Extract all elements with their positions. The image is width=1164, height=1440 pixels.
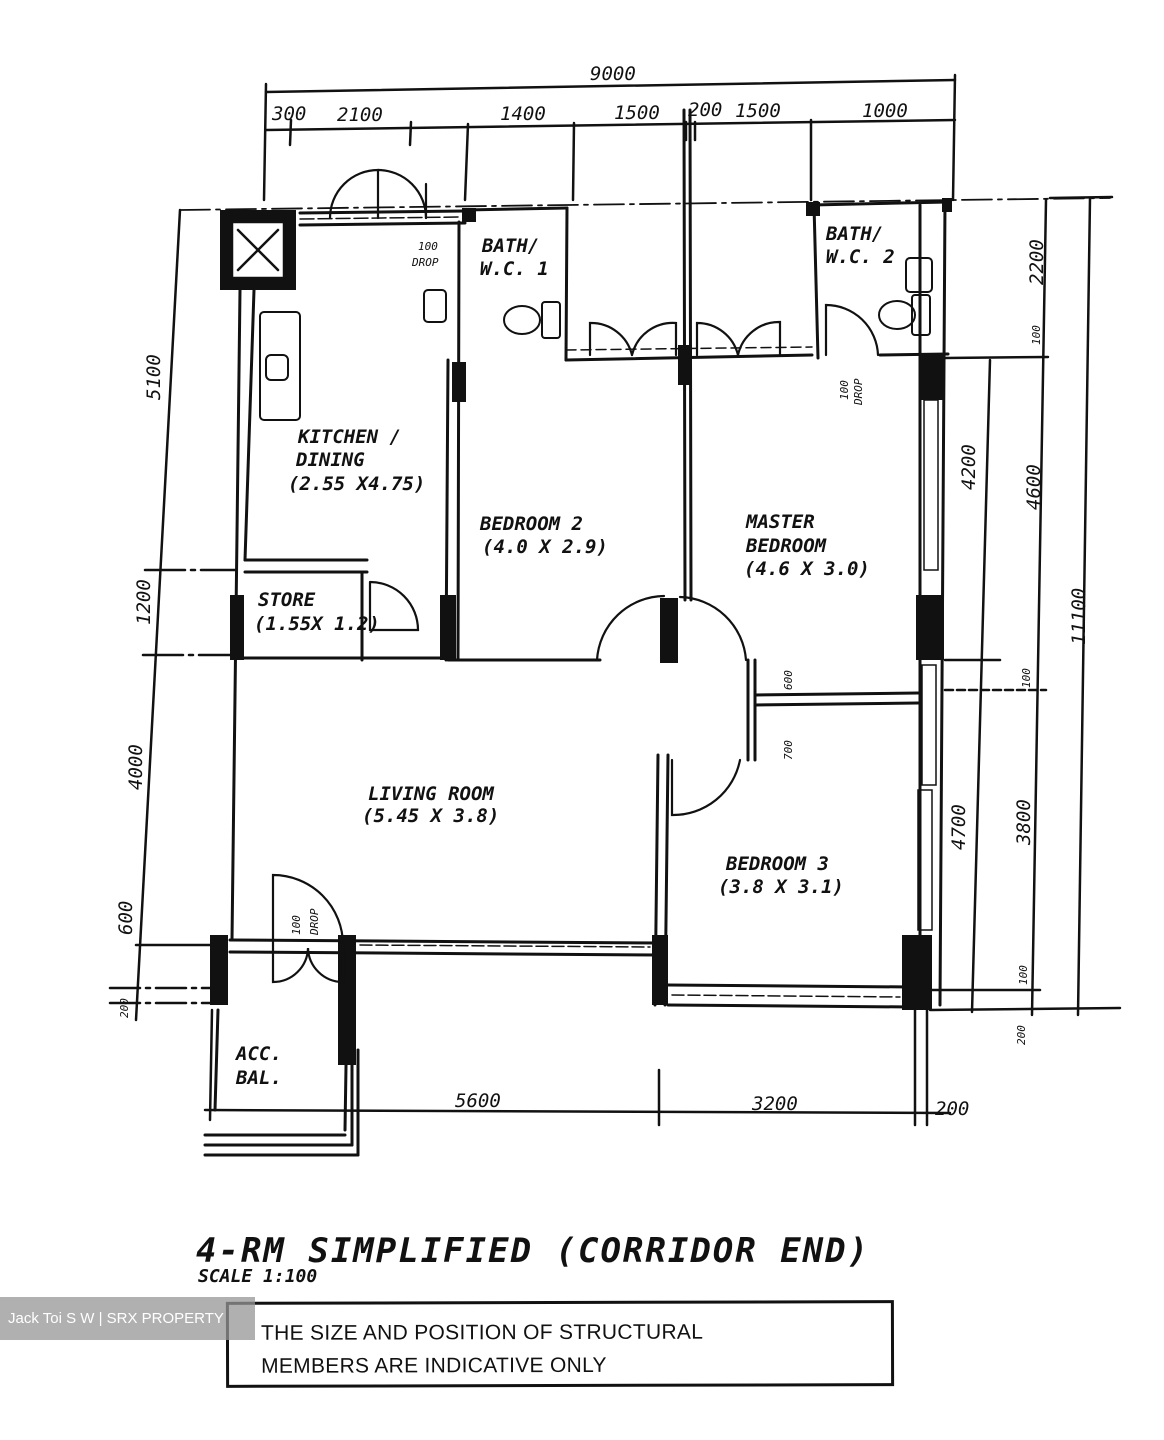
svg-text:100: 100: [418, 240, 438, 253]
room-kitchen-dining: KITCHEN / DINING (2.55 X4.75): [288, 426, 425, 495]
room-acc-balcony: ACC. BAL.: [234, 1043, 282, 1089]
svg-text:4200: 4200: [958, 444, 980, 490]
svg-text:200: 200: [688, 99, 722, 121]
agent-watermark: Jack Toi S W | SRX PROPERTY: [0, 1297, 255, 1340]
svg-text:ACC.: ACC.: [234, 1043, 282, 1065]
svg-text:100: 100: [1017, 965, 1030, 985]
svg-text:(1.55X 1.2): (1.55X 1.2): [254, 613, 380, 635]
svg-text:1200: 1200: [133, 579, 155, 625]
svg-text:STORE: STORE: [258, 589, 316, 611]
svg-text:600: 600: [115, 901, 137, 935]
right-dimension-lines: [928, 196, 1122, 1017]
svg-text:5100: 5100: [143, 354, 165, 400]
doors: [271, 168, 880, 984]
windows: [299, 216, 939, 998]
svg-text:BEDROOM: BEDROOM: [745, 535, 827, 557]
room-living-room: LIVING ROOM (5.45 X 3.8): [362, 783, 499, 827]
svg-text:(3.8 X 3.1): (3.8 X 3.1): [718, 876, 844, 898]
room-labels: KITCHEN / DINING (2.55 X4.75) BATH/ W.C.…: [234, 223, 895, 1089]
overall-depth-label: 11100: [1068, 588, 1090, 645]
notice-line-1: THE SIZE AND POSITION OF STRUCTURAL: [260, 1320, 704, 1345]
room-bath-wc-1: BATH/ W.C. 1: [480, 235, 549, 280]
fixtures: [259, 257, 933, 421]
svg-text:DROP: DROP: [411, 256, 439, 269]
room-bedroom-3: BEDROOM 3 (3.8 X 3.1): [718, 853, 844, 898]
bottom-dimension-lines: [203, 1008, 952, 1127]
svg-text:BATH/: BATH/: [481, 235, 539, 257]
left-dimension-lines: [108, 208, 237, 1022]
svg-text:BAL.: BAL.: [235, 1067, 282, 1089]
svg-text:(2.55 X4.75): (2.55 X4.75): [288, 473, 425, 495]
svg-text:100: 100: [838, 380, 851, 400]
svg-text:(4.0 X 2.9): (4.0 X 2.9): [482, 536, 608, 558]
svg-text:1500: 1500: [735, 100, 781, 122]
svg-text:2200: 2200: [1026, 239, 1048, 285]
svg-text:3200: 3200: [751, 1093, 798, 1115]
svg-text:4600: 4600: [1023, 464, 1045, 510]
room-store: STORE (1.55X 1.2): [254, 589, 380, 635]
svg-text:100: 100: [290, 915, 303, 935]
room-master-bedroom: MASTER BEDROOM (4.6 X 3.0): [744, 511, 870, 580]
svg-text:600: 600: [782, 670, 795, 690]
svg-text:MASTER: MASTER: [745, 511, 815, 533]
svg-text:200: 200: [935, 1098, 969, 1120]
svg-text:1400: 1400: [500, 103, 546, 125]
room-bedroom-2: BEDROOM 2 (4.0 X 2.9): [479, 513, 608, 558]
svg-text:(5.45 X 3.8): (5.45 X 3.8): [362, 805, 499, 827]
svg-text:BATH/: BATH/: [825, 223, 883, 245]
walls: [203, 108, 950, 1157]
svg-text:200: 200: [118, 998, 131, 1018]
top-dimension-lines: [262, 73, 957, 202]
svg-text:(4.6 X 3.0): (4.6 X 3.0): [744, 558, 870, 580]
svg-text:200: 200: [1015, 1025, 1028, 1045]
svg-text:W.C. 1: W.C. 1: [480, 258, 549, 280]
svg-text:DROP: DROP: [308, 908, 321, 936]
overall-width-label: 9000: [590, 63, 636, 85]
svg-text:100: 100: [1030, 325, 1043, 345]
svg-text:4000: 4000: [125, 744, 147, 790]
svg-text:BEDROOM 2: BEDROOM 2: [479, 513, 583, 535]
svg-text:W.C. 2: W.C. 2: [826, 246, 895, 268]
plan-title: 4-RM SIMPLIFIED (CORRIDOR END): [196, 1231, 870, 1271]
svg-text:300: 300: [271, 103, 306, 125]
dimension-labels: 9000 300 2100 1400 1500 200 1500 1000 56…: [115, 63, 1090, 1120]
svg-text:KITCHEN /: KITCHEN /: [297, 426, 401, 448]
svg-text:DROP: DROP: [852, 378, 865, 406]
notice-line-2: MEMBERS ARE INDICATIVE ONLY: [261, 1353, 607, 1378]
structural-notice-box: THE SIZE AND POSITION OF STRUCTURAL MEMB…: [225, 1300, 895, 1388]
svg-text:5600: 5600: [455, 1090, 501, 1112]
svg-text:2100: 2100: [337, 104, 383, 126]
svg-text:100: 100: [1020, 668, 1033, 688]
svg-text:1000: 1000: [862, 100, 908, 122]
room-bath-wc-2: BATH/ W.C. 2: [825, 223, 895, 268]
svg-text:3800: 3800: [1013, 799, 1035, 846]
svg-text:1500: 1500: [614, 102, 660, 124]
plan-scale: SCALE 1:100: [198, 1266, 317, 1287]
svg-text:DINING: DINING: [295, 449, 365, 471]
svg-text:LIVING ROOM: LIVING ROOM: [368, 783, 494, 805]
svg-text:4700: 4700: [948, 804, 970, 850]
svg-text:BEDROOM 3: BEDROOM 3: [725, 853, 829, 875]
svg-text:700: 700: [782, 740, 795, 760]
